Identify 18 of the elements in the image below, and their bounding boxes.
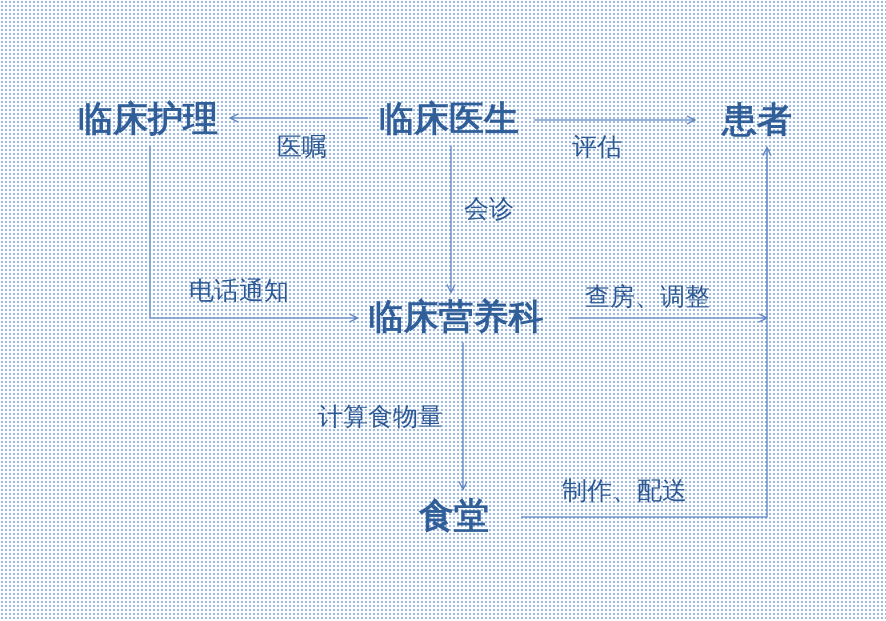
- arrow: [521, 146, 772, 518]
- node-label: 临床医生: [379, 102, 519, 138]
- arrow: [149, 146, 358, 323]
- edge-label: 评估: [572, 134, 622, 159]
- edge-label: 查房、调整: [585, 284, 710, 309]
- node-label: 临床护理: [78, 102, 218, 138]
- edge-label: 计算食物量: [318, 404, 443, 429]
- node-label: 食堂: [419, 500, 489, 534]
- edge-label: 医嘱: [277, 134, 327, 159]
- edge-label: 电话通知: [189, 278, 289, 303]
- node-label: 患者: [722, 104, 792, 138]
- arrow: [446, 146, 456, 294]
- edge-label: 会诊: [464, 196, 514, 221]
- arrow: [229, 113, 368, 123]
- node-label: 临床营养科: [368, 300, 544, 336]
- arrow: [458, 342, 468, 490]
- arrow: [534, 115, 696, 125]
- edge-label: 制作、配送: [562, 478, 687, 503]
